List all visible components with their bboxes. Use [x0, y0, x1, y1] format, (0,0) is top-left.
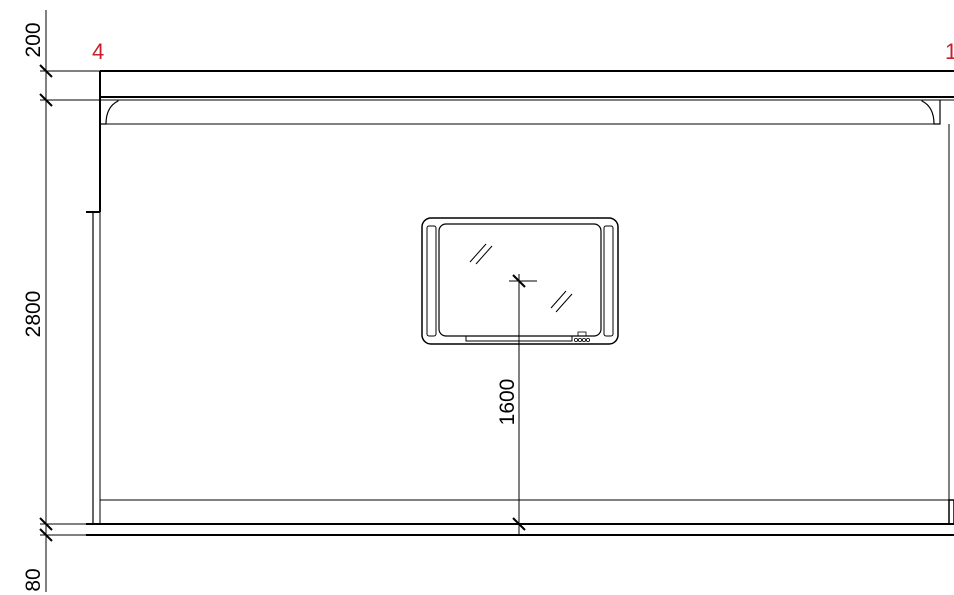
- interactive-whiteboard: [421, 217, 619, 345]
- cornice-right: [921, 100, 941, 125]
- dimension-label-board-height: 1600: [496, 379, 519, 426]
- floor: [86, 499, 954, 536]
- dimension-tick: [39, 93, 53, 107]
- whiteboard-height-dimension: 1600: [496, 274, 537, 535]
- dimension-label-bottom: 80: [22, 568, 45, 591]
- ceiling: [99, 70, 954, 125]
- whiteboard-frame: [421, 217, 619, 345]
- dimension-tick: [512, 517, 526, 531]
- dimension-tick: [39, 528, 53, 542]
- right-wall: [948, 124, 954, 525]
- whiteboard-controls: [574, 331, 591, 342]
- axis-marker-right: 1: [945, 39, 954, 64]
- dimension-label-middle: 2800: [22, 291, 45, 338]
- whiteboard-screen: [438, 223, 602, 337]
- vertical-dimension-chain: 200 2800 80: [22, 10, 100, 592]
- whiteboard-left-panel: [426, 225, 437, 337]
- dimension-tick: [39, 64, 53, 78]
- left-wall: [86, 100, 101, 524]
- cornice-left: [99, 100, 119, 125]
- whiteboard-right-panel: [603, 225, 614, 337]
- dimension-tick: [39, 517, 53, 531]
- axis-marker-left: 4: [92, 39, 104, 64]
- dimension-tick: [512, 274, 526, 288]
- dimension-label-top: 200: [22, 22, 45, 57]
